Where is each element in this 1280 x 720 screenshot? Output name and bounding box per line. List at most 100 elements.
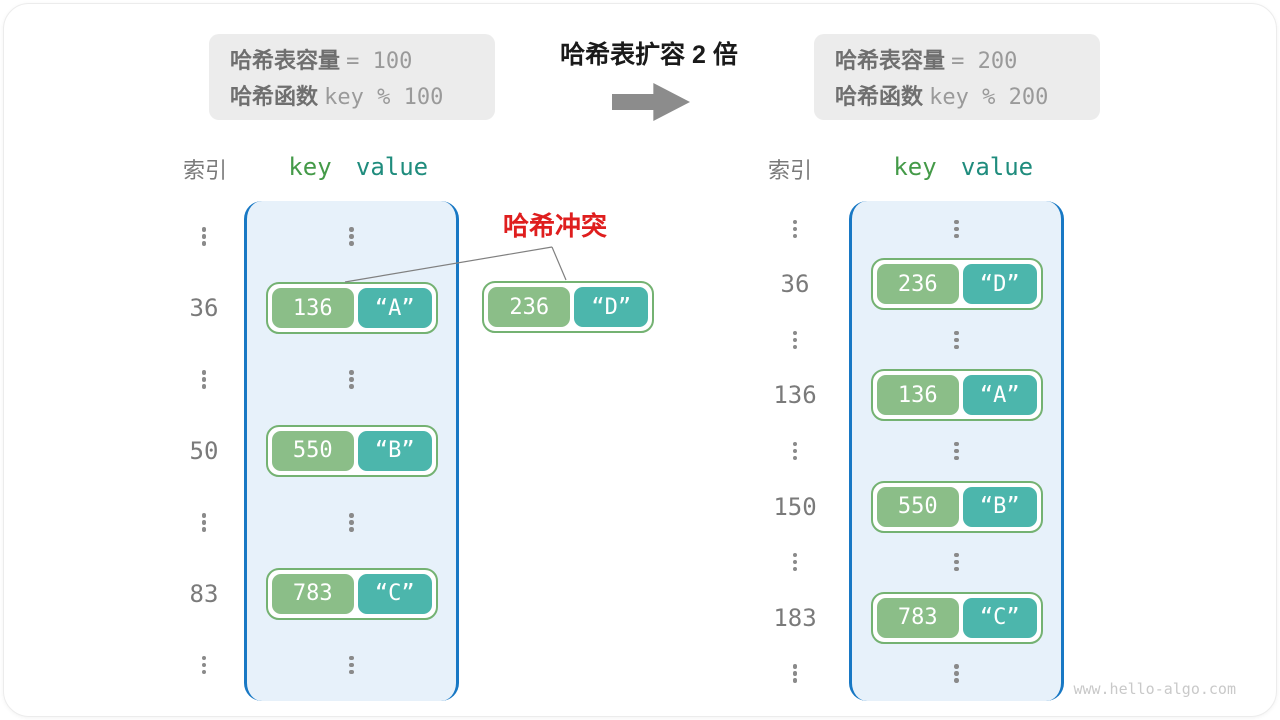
hash-fn-label: 哈希函数 <box>835 84 924 109</box>
capacity-line: 哈希表容量 = 200 <box>835 43 1100 79</box>
ellipsis-dots <box>201 227 207 246</box>
expand-title: 哈希表扩容 2 倍 <box>560 41 738 69</box>
index-cell <box>179 201 229 272</box>
key-cell: 236 <box>488 287 571 327</box>
hash-fn-value: key % 100 <box>324 85 444 110</box>
ellipsis-dots <box>954 552 959 572</box>
bucket-slot: 550“B” <box>247 415 456 486</box>
ellipsis-dots <box>954 441 959 461</box>
ellipsis-dots <box>954 219 959 239</box>
value-cell: “D” <box>962 264 1037 305</box>
capacity-line: 哈希表容量 = 100 <box>230 43 495 79</box>
bucket-slot <box>852 201 1061 257</box>
index-cell: 183 <box>773 603 817 632</box>
bucket-slot <box>247 344 456 415</box>
ellipsis-dots <box>201 513 207 532</box>
capacity-value: = 200 <box>951 49 1018 74</box>
ellipsis-dots <box>792 330 798 350</box>
index-cell <box>770 534 820 590</box>
key-cell: 783 <box>876 597 959 638</box>
capacity-label: 哈希表容量 <box>835 48 946 73</box>
index-cell <box>770 312 820 368</box>
key-column-header: key <box>288 153 332 181</box>
index-column-header: 索引 <box>182 158 227 183</box>
bucket-slot <box>852 312 1061 368</box>
kv-pair: 783“C” <box>265 567 438 620</box>
value-cell: “A” <box>962 375 1037 416</box>
key-column-header: key <box>893 153 937 181</box>
key-cell: 136 <box>876 375 959 416</box>
collision-line-right <box>551 246 567 281</box>
key-cell: 550 <box>271 430 354 471</box>
hash-fn-label: 哈希函数 <box>230 84 319 109</box>
ellipsis-dots <box>792 441 798 461</box>
bucket-array-before: 136“A” 550“B” 783“C” <box>244 201 459 701</box>
hash-fn-value: key % 200 <box>929 85 1049 110</box>
collision-kv-pair: 236“D” <box>482 281 654 333</box>
kv-pair: 550“B” <box>265 424 438 477</box>
value-cell: “B” <box>357 430 432 471</box>
watermark: www.hello-algo.com <box>1073 680 1236 698</box>
capacity-label: 哈希表容量 <box>230 48 341 73</box>
diagram-card: 哈希表容量 = 100 哈希函数 key % 100 哈希表扩容 2 倍 哈希表… <box>3 3 1277 717</box>
ellipsis-dots <box>792 664 798 683</box>
ellipsis-dots <box>954 330 959 350</box>
index-cell: 150 <box>773 492 817 521</box>
value-cell: “A” <box>357 288 432 329</box>
capacity-value: = 100 <box>346 49 413 74</box>
hash-fn-line: 哈希函数 key % 100 <box>230 79 495 115</box>
ellipsis-dots <box>201 655 207 675</box>
kv-pair: 236“D” <box>870 258 1043 311</box>
index-cell: 36 <box>780 270 810 299</box>
bucket-slot: 136“A” <box>852 368 1061 424</box>
ellipsis-dots <box>349 370 354 389</box>
index-cell <box>179 630 229 701</box>
index-column: 36 136 150 183 <box>770 201 820 701</box>
key-cell: 136 <box>271 288 354 329</box>
ellipsis-dots <box>349 655 354 675</box>
bucket-slot: 783“C” <box>247 558 456 629</box>
value-cell: “B” <box>962 486 1037 527</box>
value-column-header: value <box>355 153 429 181</box>
ellipsis-dots <box>792 219 798 239</box>
capacity-box-after: 哈希表容量 = 200 哈希函数 key % 200 <box>814 34 1100 120</box>
kv-pair: 550“B” <box>870 480 1043 533</box>
value-cell: “D” <box>574 287 648 327</box>
key-cell: 783 <box>271 573 354 614</box>
bucket-slot: 550“B” <box>852 479 1061 535</box>
index-column-header: 索引 <box>767 158 812 183</box>
value-cell: “C” <box>962 597 1037 638</box>
ellipsis-dots <box>954 664 959 683</box>
value-column-header: value <box>960 153 1034 181</box>
bucket-slot: 783“C” <box>852 590 1061 646</box>
index-cell: 83 <box>189 579 219 608</box>
bucket-slot: 236“D” <box>852 257 1061 313</box>
bucket-slot <box>247 630 456 701</box>
key-cell: 550 <box>876 486 959 527</box>
value-cell: “C” <box>357 573 432 614</box>
index-cell: 50 <box>189 436 219 465</box>
ellipsis-dots <box>349 513 354 532</box>
right-arrow-icon <box>612 83 690 121</box>
bucket-slot <box>247 487 456 558</box>
bucket-slot <box>247 201 456 272</box>
kv-pair: 236“D” <box>482 281 654 333</box>
key-cell: 236 <box>876 264 959 305</box>
capacity-box-before: 哈希表容量 = 100 哈希函数 key % 100 <box>209 34 495 120</box>
bucket-slot <box>852 646 1061 702</box>
index-cell <box>770 201 820 257</box>
index-cell <box>179 344 229 415</box>
kv-pair: 136“A” <box>870 369 1043 422</box>
index-cell: 136 <box>773 381 817 410</box>
index-column: 36 50 83 <box>179 201 229 701</box>
ellipsis-dots <box>792 552 798 572</box>
collision-label: 哈希冲突 <box>502 211 607 241</box>
bucket-slot <box>852 534 1061 590</box>
index-cell <box>770 646 820 702</box>
kv-pair: 136“A” <box>265 282 438 335</box>
index-cell: 36 <box>189 294 219 323</box>
ellipsis-dots <box>349 227 354 246</box>
index-cell <box>770 423 820 479</box>
bucket-array-after: 236“D” 136“A” 550“B” 783“C” <box>849 201 1064 701</box>
index-cell <box>179 487 229 558</box>
